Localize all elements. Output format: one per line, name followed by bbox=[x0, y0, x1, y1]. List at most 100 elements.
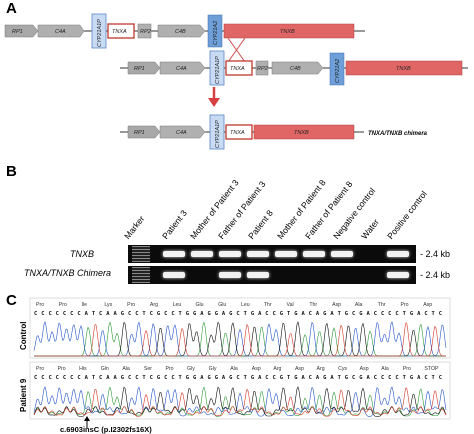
base-call: C bbox=[56, 311, 59, 317]
base-call: C bbox=[164, 375, 167, 381]
base-call: T bbox=[92, 375, 96, 381]
c4b-gene bbox=[271, 61, 324, 75]
patient-trace-frame bbox=[29, 361, 451, 420]
size-label-tnxb: - 2.4 kb bbox=[420, 249, 451, 259]
trace-line-c bbox=[33, 386, 447, 417]
rp2-label: RP2 bbox=[140, 29, 151, 35]
base-call: C bbox=[48, 311, 51, 317]
base-call: C bbox=[439, 375, 442, 381]
base-call: C bbox=[48, 375, 51, 381]
base-call: T bbox=[92, 311, 96, 317]
c4a-label: C4A bbox=[176, 130, 187, 136]
gel-panel: Marker Patient 3 Mother of Patient 3 Fat… bbox=[0, 160, 474, 290]
crossover-lines bbox=[227, 37, 246, 63]
trace-line-t bbox=[34, 321, 446, 357]
base-call: G bbox=[345, 375, 348, 381]
gel-band bbox=[219, 251, 241, 257]
amino-acid-label: Arg bbox=[317, 366, 325, 372]
cyp21a2-gene bbox=[207, 14, 223, 48]
base-call: A bbox=[330, 375, 334, 381]
amino-acid-label: Pro bbox=[403, 366, 411, 372]
gel-band bbox=[387, 251, 409, 257]
base-call: G bbox=[345, 311, 348, 317]
base-call: C bbox=[439, 311, 442, 317]
base-call: G bbox=[157, 311, 160, 317]
c4b-label: C4B bbox=[175, 29, 186, 35]
base-call: G bbox=[359, 375, 362, 381]
base-call: C bbox=[171, 375, 174, 381]
gene-map-diagram: RP1 C4A CYP21A1P TNXA RP2 C4B CYP21A2 TN… bbox=[4, 13, 468, 150]
gel-band bbox=[247, 251, 269, 257]
base-call: C bbox=[164, 311, 167, 317]
amino-acid-label: Arg bbox=[150, 302, 158, 308]
gel-bands bbox=[0, 160, 474, 290]
c4a-gene bbox=[37, 24, 85, 38]
base-call: C bbox=[374, 375, 377, 381]
amino-acid-label: Arg bbox=[273, 366, 281, 372]
control-trace bbox=[33, 321, 447, 357]
cyp21a1p-label: CYP21A1P bbox=[97, 19, 103, 47]
rp2-gene bbox=[255, 60, 269, 76]
base-call: C bbox=[273, 375, 276, 381]
base-call: A bbox=[222, 311, 226, 317]
tnxb-label: TNXB bbox=[294, 130, 309, 136]
base-call: G bbox=[215, 375, 218, 381]
base-call: C bbox=[99, 311, 102, 317]
base-call: T bbox=[432, 375, 436, 381]
control-label: Control bbox=[19, 322, 28, 350]
base-call: A bbox=[301, 311, 305, 317]
tnxb-gene bbox=[253, 124, 355, 140]
rp1-label: RP1 bbox=[12, 29, 23, 35]
amino-acid-label: Asp bbox=[360, 366, 369, 372]
base-call: C bbox=[135, 375, 138, 381]
gel-strip-tnxb bbox=[128, 245, 416, 263]
base-call: T bbox=[287, 375, 291, 381]
trace-line-c bbox=[33, 321, 447, 357]
base-call: A bbox=[258, 375, 262, 381]
amino-acid-label: Asp bbox=[423, 302, 432, 308]
panel-a-letter: A bbox=[6, 0, 17, 17]
trace-line-t bbox=[33, 386, 447, 417]
base-call: A bbox=[366, 375, 370, 381]
base-call: C bbox=[381, 375, 384, 381]
base-call: C bbox=[395, 375, 398, 381]
tnxb-label: TNXB bbox=[280, 29, 295, 35]
base-call: T bbox=[338, 311, 342, 317]
amino-acid-label: Pro bbox=[36, 366, 44, 372]
base-call: A bbox=[417, 311, 421, 317]
base-call: G bbox=[121, 375, 124, 381]
c4a-label: C4A bbox=[55, 29, 66, 35]
gel-band bbox=[191, 251, 213, 257]
base-call: T bbox=[338, 375, 342, 381]
tnxa-label: TNXA bbox=[230, 66, 245, 72]
cyp21a2-label: CYP21A2 bbox=[335, 59, 341, 83]
rp2-label: RP2 bbox=[257, 66, 268, 72]
gel-band bbox=[387, 272, 409, 278]
size-label-chimera: - 2.4 kb bbox=[420, 270, 451, 280]
amino-acid-label: Thr bbox=[309, 302, 317, 308]
base-call: C bbox=[34, 375, 37, 381]
base-call: T bbox=[142, 375, 146, 381]
mutation-arrow-icon bbox=[84, 416, 90, 428]
base-call: T bbox=[179, 311, 183, 317]
base-call: C bbox=[424, 375, 427, 381]
base-call: C bbox=[273, 311, 276, 317]
base-call: C bbox=[352, 311, 355, 317]
base-call: T bbox=[142, 311, 146, 317]
gene-row-middle: RP1 C4A CYP21A1P TNXA RP2 C4B CYP21A2 TN… bbox=[120, 50, 468, 86]
amino-acid-label: Gly bbox=[187, 366, 195, 372]
base-call: C bbox=[41, 375, 44, 381]
rp1-gene bbox=[127, 61, 161, 75]
base-call: C bbox=[309, 311, 312, 317]
amino-acid-label: Gly bbox=[209, 366, 217, 372]
control-trace-frame bbox=[29, 297, 451, 359]
base-call: A bbox=[85, 311, 89, 317]
cyp21a1p-label: CYP21A1P bbox=[215, 120, 221, 148]
base-call: C bbox=[352, 375, 355, 381]
base-call: A bbox=[106, 375, 110, 381]
tnxa-gene bbox=[107, 23, 135, 39]
base-call: C bbox=[128, 375, 131, 381]
base-call: C bbox=[395, 311, 398, 317]
